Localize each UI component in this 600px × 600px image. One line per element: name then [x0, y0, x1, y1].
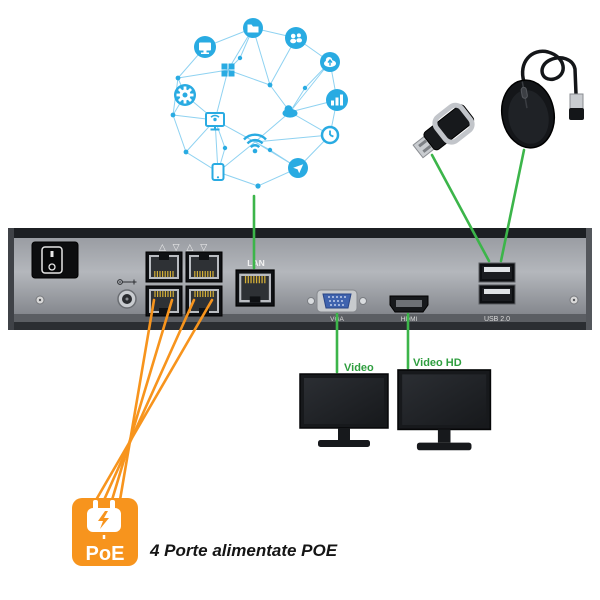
green-cables — [252, 148, 526, 374]
cloud-icon — [282, 105, 298, 118]
power-switch[interactable] — [31, 241, 79, 279]
poe-cable-4 — [94, 298, 214, 502]
poe-cable-1 — [118, 298, 156, 502]
usb-port-2[interactable] — [478, 284, 516, 305]
mouse-cable — [520, 49, 578, 95]
wifi-icon — [243, 133, 267, 154]
screw-right-slot — [572, 298, 576, 302]
clock-icon — [320, 125, 340, 145]
poe-port-1[interactable] — [145, 251, 183, 283]
poe-cable-2 — [110, 298, 174, 502]
people-icon — [285, 27, 307, 49]
cable-flashdrive-to-usb — [430, 153, 491, 263]
windows-icon — [221, 63, 235, 77]
video-label: Video — [344, 362, 374, 374]
panel-right-cap — [586, 228, 592, 330]
monitor-icon — [194, 36, 216, 58]
poe-badge: PoE — [72, 498, 138, 566]
monitor-vga — [299, 373, 389, 448]
cable-mouse-to-usb — [499, 148, 526, 263]
poe-badge-label: PoE — [86, 543, 125, 565]
poe-port-triangle-marks: △ ▽ △ ▽ — [159, 243, 209, 253]
monitor-wifi-icon — [205, 112, 225, 131]
poe-port-2[interactable] — [185, 251, 223, 283]
poe-cable-3 — [102, 298, 196, 502]
folder-icon — [243, 18, 263, 38]
network-nodes — [170, 55, 308, 189]
network-sphere — [170, 18, 348, 189]
nvr-rear-panel: △ ▽ △ ▽ LAN VGA HDMI U — [8, 228, 592, 330]
panel-bottom-edge — [8, 322, 592, 330]
panel-lower-band — [8, 314, 592, 324]
usb-flash-drive — [412, 102, 475, 159]
video-hd-label: Video HD — [413, 357, 462, 369]
panel-left-cap — [8, 228, 14, 330]
lan-port[interactable] — [235, 269, 275, 307]
dc-power-jack[interactable] — [117, 279, 137, 309]
poe-cables — [94, 298, 214, 502]
hdmi-port[interactable] — [389, 295, 429, 313]
cloud-upload-icon — [320, 52, 340, 72]
bar-chart-icon — [326, 89, 348, 111]
caption: 4 Porte alimentate POE — [149, 541, 338, 560]
usb-port-label: USB 2.0 — [484, 316, 510, 323]
vga-port[interactable] — [307, 289, 367, 313]
lan-port-label: LAN — [247, 258, 264, 268]
tablet-icon — [211, 163, 225, 181]
dc-polarity-icon — [117, 279, 137, 285]
usb-port-1[interactable] — [478, 262, 516, 283]
usb-mouse — [500, 49, 584, 149]
plug-icon — [87, 500, 121, 539]
monitor-hdmi — [397, 369, 492, 452]
gear-icon — [174, 84, 196, 106]
screw-left-slot — [38, 298, 42, 302]
send-icon — [288, 158, 308, 178]
